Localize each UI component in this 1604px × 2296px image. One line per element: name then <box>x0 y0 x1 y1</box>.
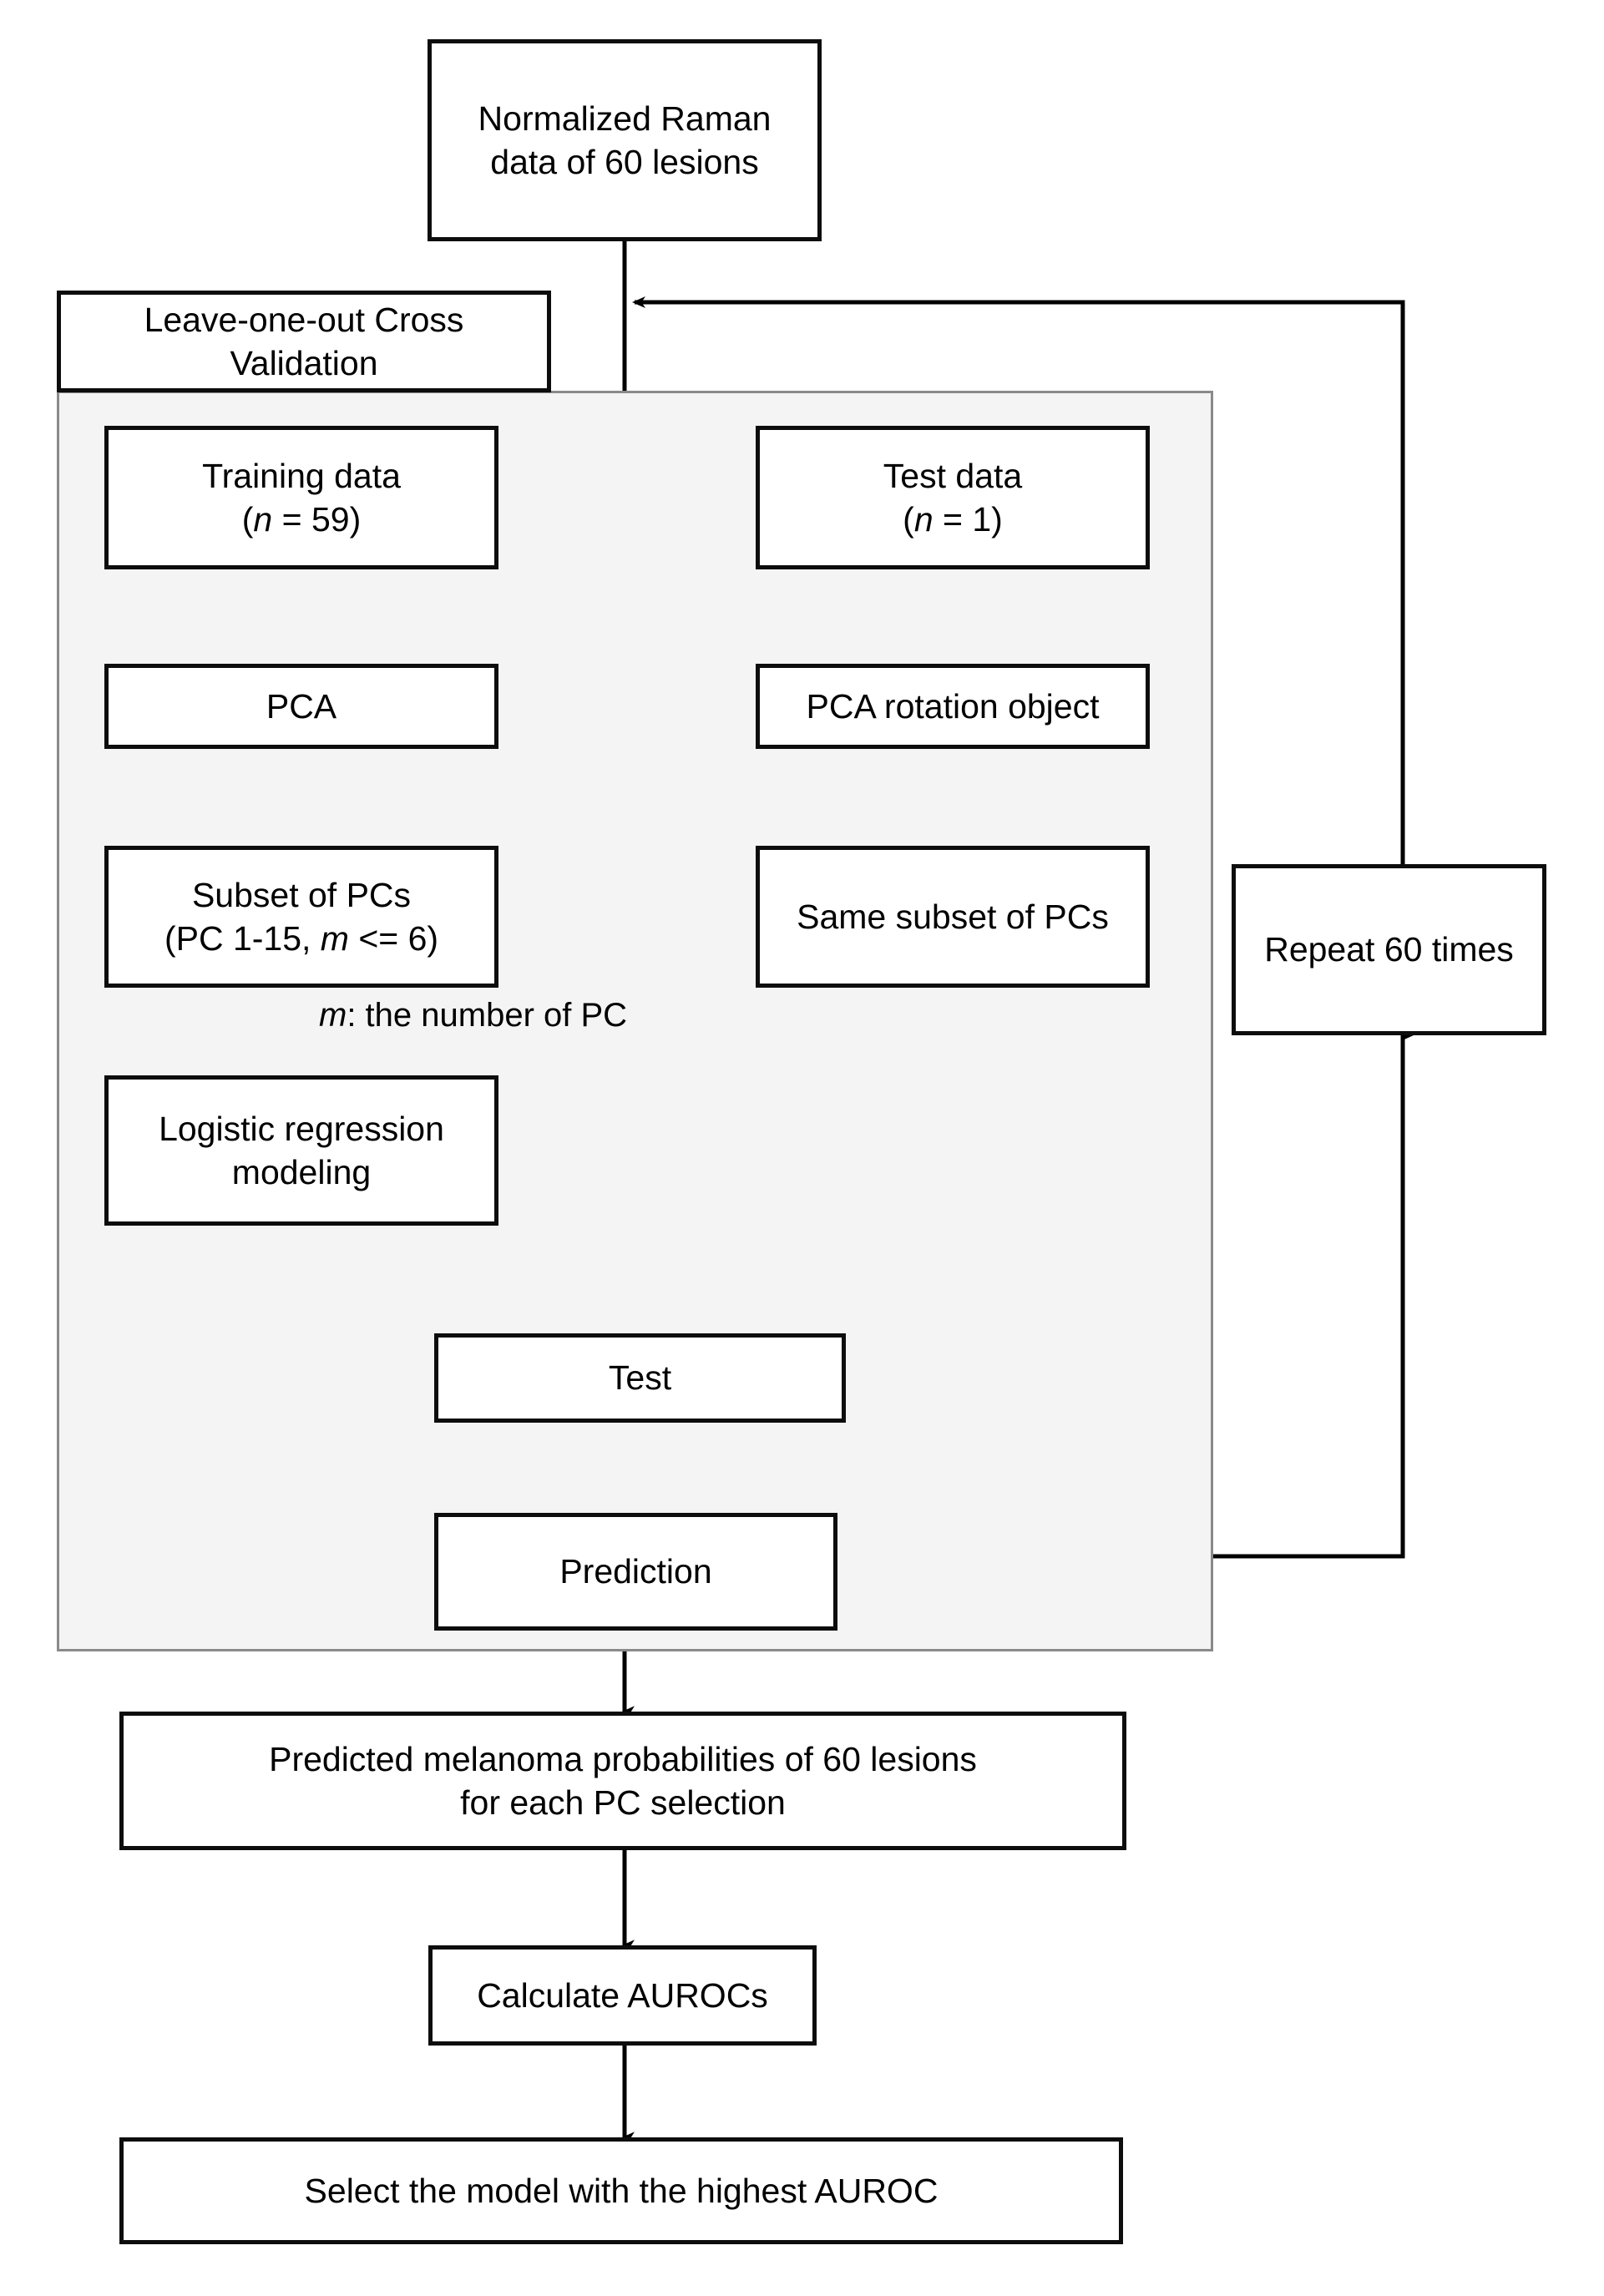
node-test[interactable]: Test <box>434 1333 846 1423</box>
node-test-data-line2-post: = 1) <box>933 500 1003 539</box>
node-normalized-data-label: Normalized Raman data of 60 lesions <box>478 99 772 181</box>
node-predicted-probabilities-label: Predicted melanoma probabilities of 60 l… <box>269 1739 977 1822</box>
node-training-data-line2-pre: ( <box>241 500 254 539</box>
cross-validation-panel <box>57 391 1213 1651</box>
node-pca-rotation-object[interactable]: PCA rotation object <box>756 664 1150 749</box>
node-subset-of-pcs-line1: Subset of PCs <box>191 875 412 914</box>
node-subset-of-pcs-line2-pre: (PC 1-15, <box>164 919 321 958</box>
panel-title-box: Leave-one-out Cross Validation <box>57 291 551 392</box>
node-logistic-regression[interactable]: Logistic regression modeling <box>104 1075 498 1226</box>
node-predicted-probabilities[interactable]: Predicted melanoma probabilities of 60 l… <box>119 1712 1126 1850</box>
node-subset-of-pcs-label: Subset of PCs (PC 1-15, m <= 6) <box>117 873 486 961</box>
node-select-model[interactable]: Select the model with the highest AUROC <box>119 2137 1123 2244</box>
node-repeat[interactable]: Repeat 60 times <box>1232 864 1546 1035</box>
node-same-subset-of-pcs-label: Same subset of PCs <box>797 897 1109 936</box>
node-test-data-line2-pre: ( <box>903 500 914 539</box>
node-training-data-n-symbol: n <box>253 500 273 539</box>
node-select-model-label: Select the model with the highest AUROC <box>304 2171 939 2210</box>
node-pca-label: PCA <box>266 686 337 726</box>
annotation-m-definition: m: the number of PC <box>319 995 627 1035</box>
node-calculate-aurocs-label: Calculate AUROCs <box>477 1975 768 2015</box>
node-subset-of-pcs-line2-post: <= 6) <box>348 919 439 958</box>
node-test-data-label: Test data (n = 1) <box>768 454 1137 542</box>
annotation-m-symbol: m <box>319 997 347 1034</box>
node-subset-of-pcs-m-symbol: m <box>320 919 349 958</box>
node-test-label: Test <box>608 1358 672 1398</box>
node-repeat-label: Repeat 60 times <box>1264 930 1514 969</box>
node-normalized-data[interactable]: Normalized Raman data of 60 lesions <box>428 39 822 241</box>
node-pca[interactable]: PCA <box>104 664 498 749</box>
node-test-data[interactable]: Test data (n = 1) <box>756 426 1150 569</box>
node-pca-rotation-object-label: PCA rotation object <box>806 686 1100 726</box>
node-prediction-label: Prediction <box>559 1552 712 1591</box>
node-same-subset-of-pcs[interactable]: Same subset of PCs <box>756 846 1150 988</box>
node-test-data-line1: Test data <box>883 456 1023 495</box>
node-test-data-n-symbol: n <box>913 500 934 539</box>
node-training-data-label: Training data (n = 59) <box>117 454 486 542</box>
node-logistic-regression-label: Logistic regression modeling <box>159 1109 444 1191</box>
node-calculate-aurocs[interactable]: Calculate AUROCs <box>428 1945 817 2046</box>
node-training-data-line2-post: = 59) <box>272 500 362 539</box>
node-subset-of-pcs[interactable]: Subset of PCs (PC 1-15, m <= 6) <box>104 846 498 988</box>
node-training-data-line1: Training data <box>202 456 401 495</box>
panel-title-label: Leave-one-out Cross Validation <box>144 300 464 382</box>
annotation-m-definition-text: : the number of PC <box>347 997 628 1034</box>
node-prediction[interactable]: Prediction <box>434 1513 837 1631</box>
node-training-data[interactable]: Training data (n = 59) <box>104 426 498 569</box>
